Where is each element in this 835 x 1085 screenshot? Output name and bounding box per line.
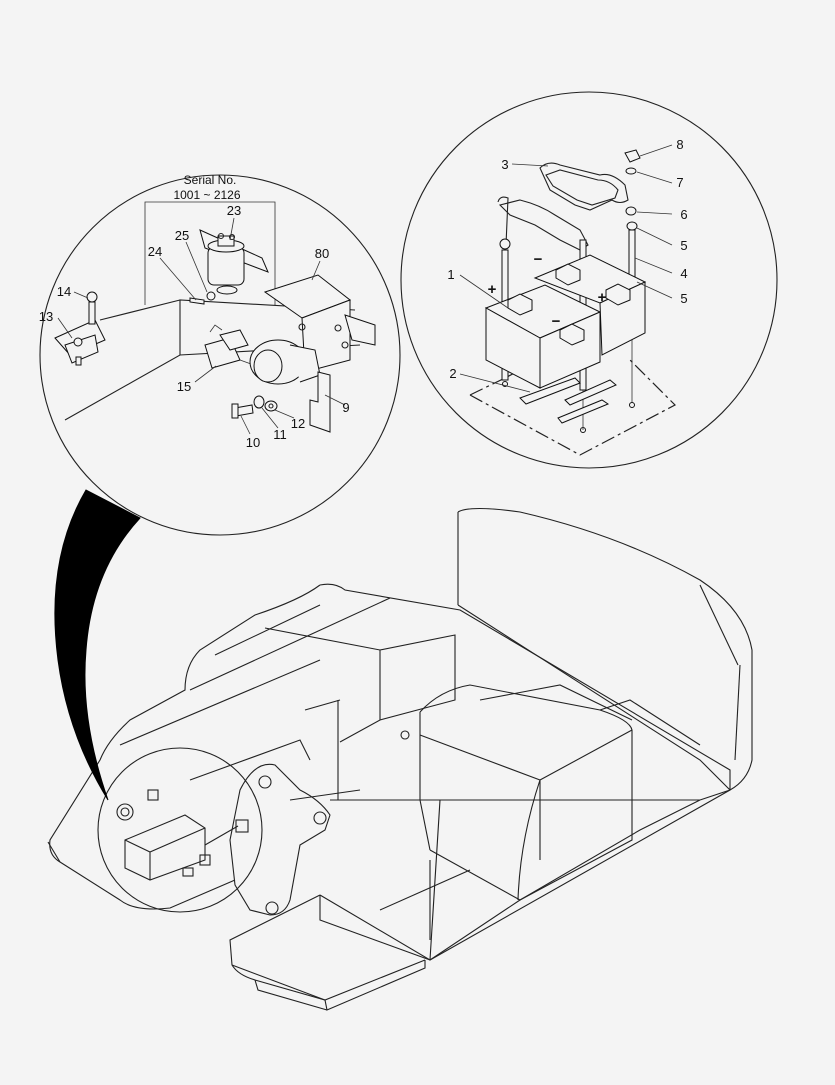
callout-24: 24: [148, 244, 162, 259]
callout-4: 4: [680, 266, 687, 281]
serial-range: 1001 ~ 2126: [173, 188, 240, 202]
callout-80: 80: [315, 246, 329, 261]
callout-3: 3: [501, 157, 508, 172]
callout-2: 2: [449, 366, 456, 381]
minus-marker-rear: −: [534, 251, 543, 268]
callout-8: 8: [676, 137, 683, 152]
detail-circle-left: Serial No. 1001 ~ 2126: [39, 173, 401, 536]
callout-5-lower: 5: [680, 291, 687, 306]
callout-6: 6: [680, 207, 687, 222]
callout-14: 14: [57, 284, 71, 299]
callout-15: 15: [177, 379, 191, 394]
detail-leader-wedge: [54, 489, 141, 801]
callout-1: 1: [447, 267, 454, 282]
callout-5-upper: 5: [680, 238, 687, 253]
plus-marker-rear: +: [598, 289, 607, 306]
serial-label: Serial No.: [184, 173, 237, 187]
machine-body: [47, 507, 753, 1011]
plus-marker-front: +: [488, 281, 497, 298]
callout-25: 25: [175, 228, 189, 243]
callout-11: 11: [273, 427, 287, 442]
callout-7: 7: [676, 175, 683, 190]
callout-23: 23: [227, 203, 241, 218]
callout-13: 13: [39, 309, 53, 324]
callout-12: 12: [291, 416, 305, 431]
callout-10: 10: [246, 435, 260, 450]
callout-9: 9: [342, 400, 349, 415]
detail-circle-right: + − − + 8 3 7 6 5 4 1 5 2: [400, 91, 778, 469]
minus-marker-front: −: [552, 313, 561, 330]
